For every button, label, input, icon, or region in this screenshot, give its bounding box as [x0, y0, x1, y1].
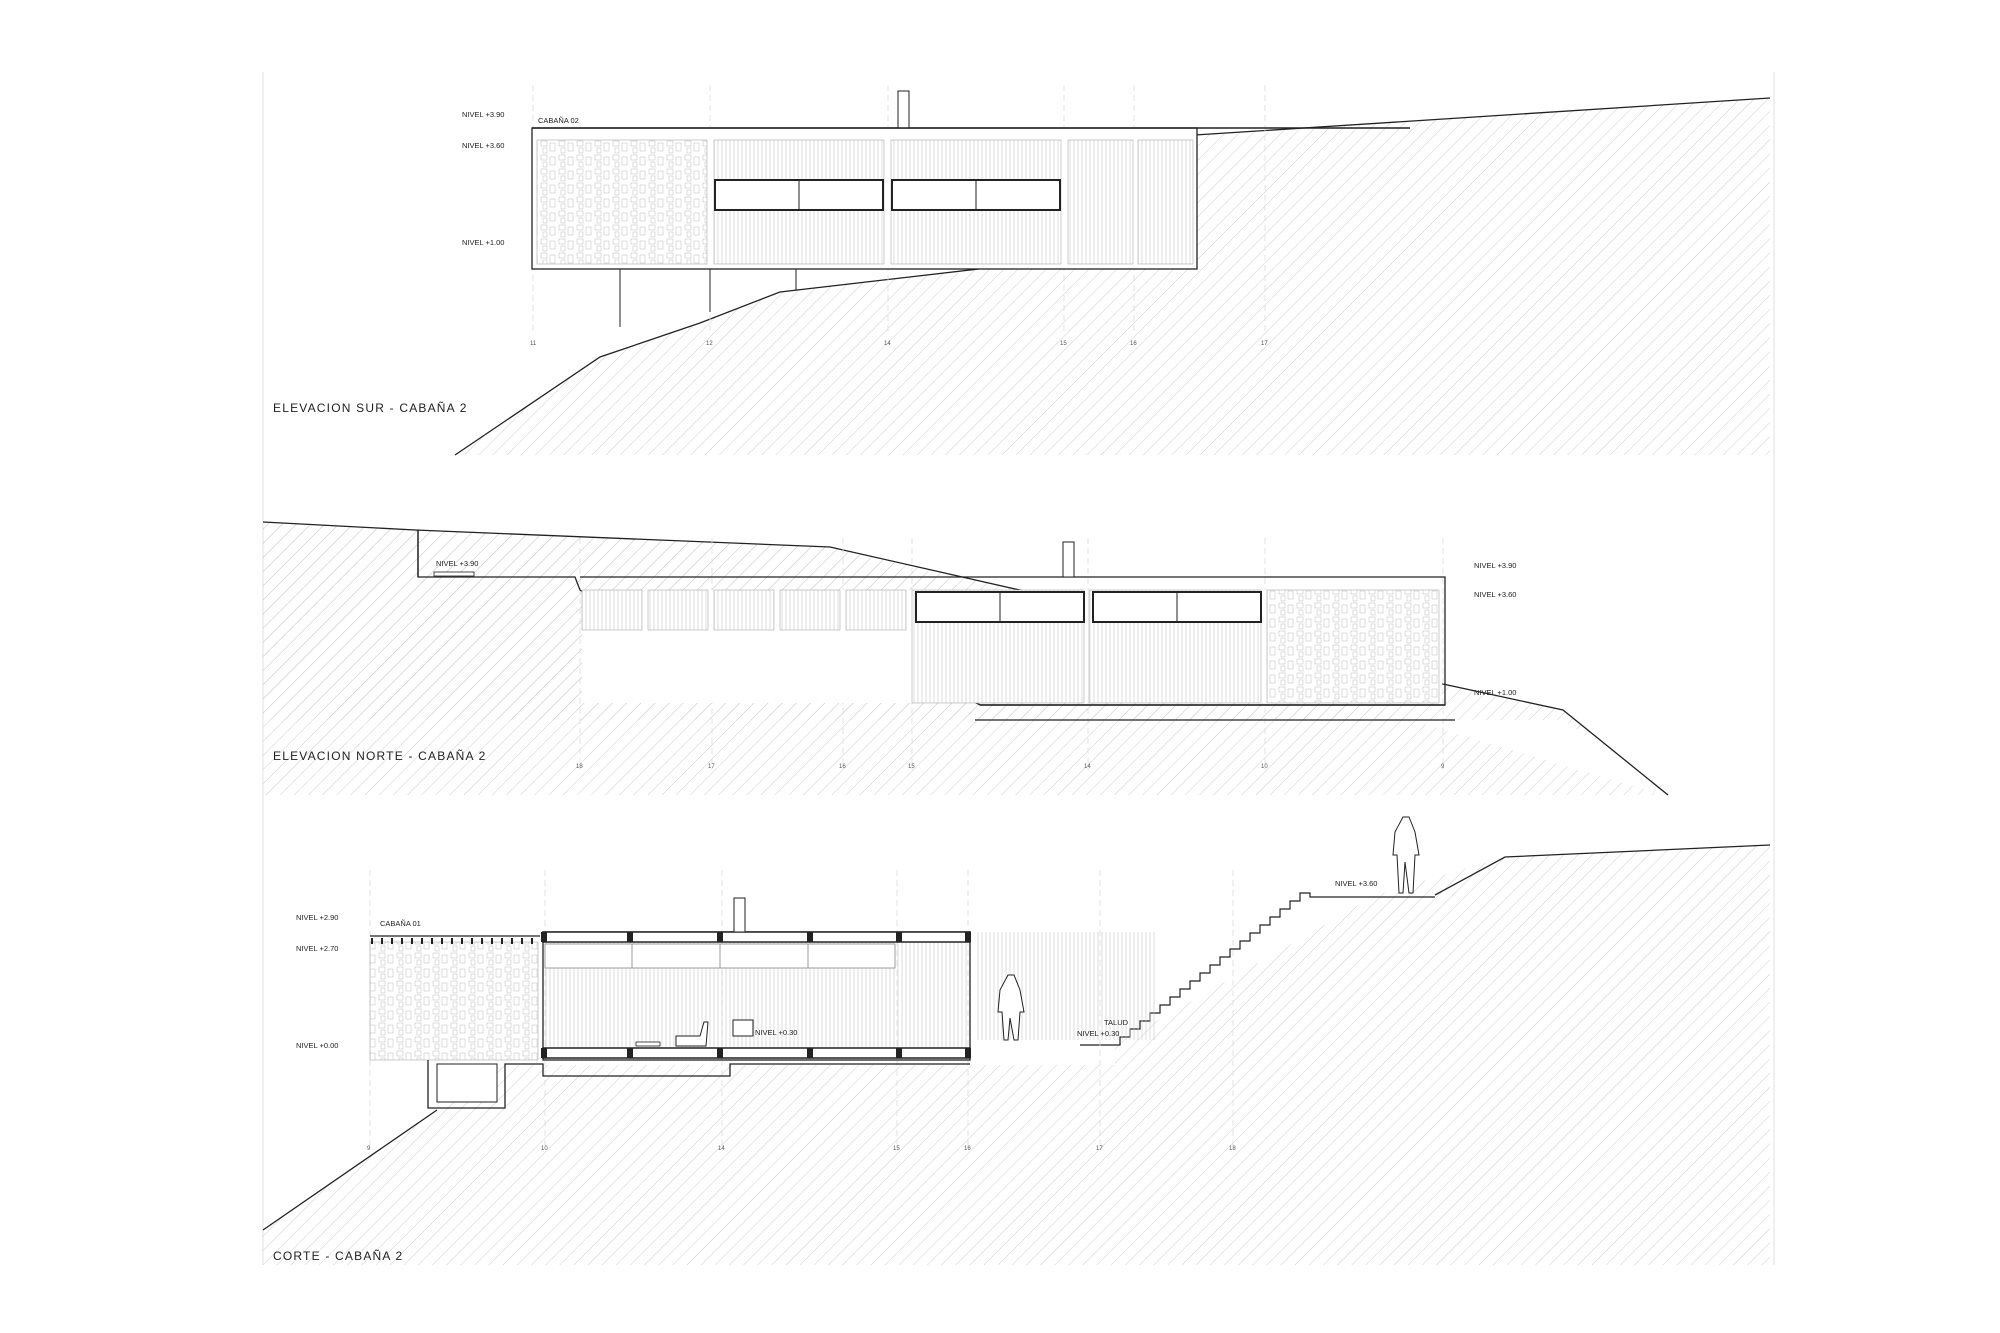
- axis-label: 14: [884, 341, 891, 347]
- axis-label: 17: [1261, 341, 1268, 347]
- axis-label: 9: [1441, 764, 1445, 770]
- axis-label: 9: [367, 1146, 371, 1152]
- level-label: NIVEL +3.90: [436, 559, 478, 568]
- level-label: NIVEL +2.90: [296, 913, 338, 922]
- axis-label: 17: [708, 764, 715, 770]
- cabin-label: CABAÑA 01: [380, 919, 421, 928]
- axis-label: 10: [1261, 764, 1268, 770]
- terrain-corte: [263, 845, 1770, 1265]
- level-label: NIVEL +2.70: [296, 944, 338, 953]
- drawing-title: CORTE - CABAÑA 2: [273, 1249, 403, 1263]
- human-figure: [997, 974, 1025, 1041]
- level-label: NIVEL +3.60: [1474, 590, 1516, 599]
- axis-label: 11: [530, 341, 537, 347]
- elevacion-norte: NIVEL +3.90 NIVEL +3.90 NIVEL +3.60 NIVE…: [262, 521, 1669, 796]
- human-figure: [1392, 816, 1420, 894]
- corte: NIVEL +2.90 NIVEL +2.70 NIVEL +0.00 NIVE…: [262, 816, 1771, 1265]
- level-label: NIVEL +3.60: [1335, 879, 1377, 888]
- level-label: NIVEL +0.30: [1077, 1029, 1119, 1038]
- drawing-title: ELEVACION NORTE - CABAÑA 2: [273, 749, 486, 763]
- level-label: NIVEL +0.00: [296, 1041, 338, 1050]
- axis-label: 10: [541, 1146, 548, 1152]
- level-label: NIVEL +3.60: [462, 141, 504, 150]
- axis-label: 16: [839, 764, 846, 770]
- axis-label: 18: [1229, 1146, 1236, 1152]
- axis-label: 14: [1084, 764, 1091, 770]
- terrain-line-corte: [262, 1109, 438, 1231]
- axis-label: 15: [1060, 341, 1067, 347]
- annotation-label: TALUD: [1104, 1018, 1129, 1027]
- level-label: NIVEL +3.90: [462, 110, 504, 119]
- drawing-title: ELEVACION SUR - CABAÑA 2: [273, 401, 468, 415]
- axis-label: 18: [576, 764, 583, 770]
- axis-label: 15: [908, 764, 915, 770]
- axis-label: 14: [718, 1146, 725, 1152]
- axis-label: 15: [893, 1146, 900, 1152]
- chair: [675, 1021, 709, 1047]
- fireplace: [732, 1019, 754, 1037]
- chimney: [1062, 541, 1075, 578]
- chimney: [733, 897, 746, 933]
- axis-label: 16: [964, 1146, 971, 1152]
- cabin-label: CABAÑA 02: [538, 116, 579, 125]
- chimney: [897, 90, 910, 129]
- terrain-line-corte-upper: [1434, 844, 1771, 896]
- axis-label: 16: [1130, 341, 1137, 347]
- elevacion-sur: NIVEL +3.90 NIVEL +3.60 NIVEL +1.00 CABA…: [273, 85, 1771, 456]
- axis-label: 12: [706, 341, 713, 347]
- table: [635, 1041, 661, 1047]
- terrain-sur: [455, 98, 1770, 455]
- level-label: NIVEL +1.00: [1474, 688, 1516, 697]
- level-label: NIVEL +0.30: [755, 1028, 797, 1037]
- level-label: NIVEL +1.00: [462, 238, 504, 247]
- level-label: NIVEL +3.90: [1474, 561, 1516, 570]
- axis-label: 17: [1096, 1146, 1103, 1152]
